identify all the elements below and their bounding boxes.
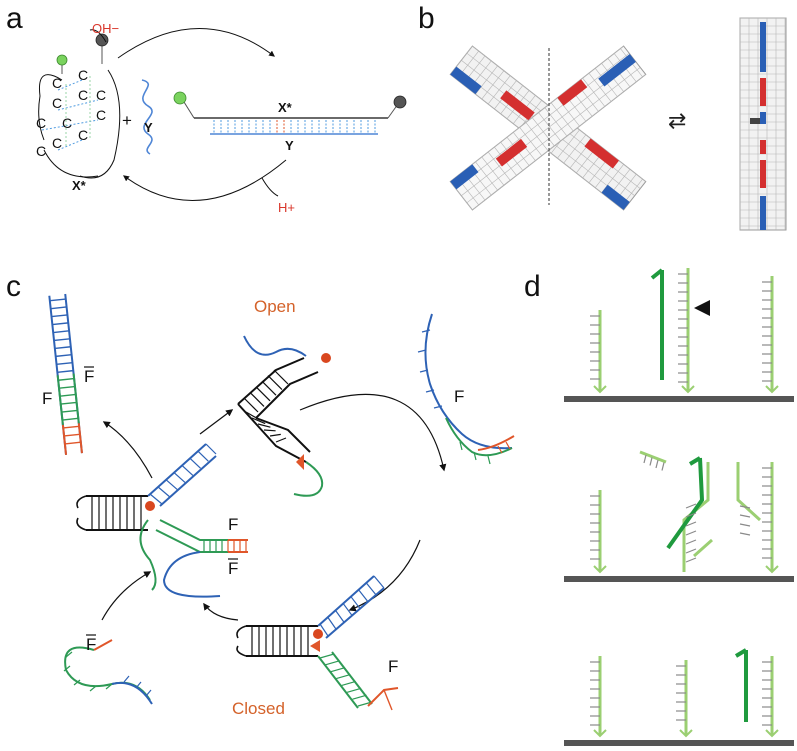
x-star-label: X* xyxy=(72,178,87,193)
arrow-to-duplex xyxy=(117,28,275,59)
cytosine-label: C xyxy=(52,95,62,111)
panel-a: a C C C C C C C C C C C X* xyxy=(6,2,407,215)
panel-d: d xyxy=(524,268,794,746)
fbar-strand xyxy=(63,639,153,705)
duplex: X* Y xyxy=(173,91,407,153)
cytosine-label: C xyxy=(78,87,88,103)
arrow-strand-to-central xyxy=(101,571,152,621)
cytosine-label: C xyxy=(52,135,62,151)
fbar-label-central: F xyxy=(228,559,238,578)
cytosine-label: C xyxy=(78,127,88,143)
green-fluorophore-icon xyxy=(56,54,68,66)
released-duplex xyxy=(48,293,83,455)
x-star-label-duplex: X* xyxy=(278,100,293,115)
cytosine-label: C xyxy=(96,107,106,123)
arrow-to-open xyxy=(199,409,234,435)
cytosine-label: C xyxy=(78,67,88,83)
cytosine-label: C xyxy=(36,115,46,131)
quencher-icon xyxy=(95,33,109,47)
y-label-left: Y xyxy=(144,120,153,135)
cytosine-label: C xyxy=(62,115,72,131)
i-motif-structure: C C C C C C C C C C C X* xyxy=(36,33,121,193)
y-strand-free xyxy=(141,79,153,155)
arrow-closed-to-central xyxy=(203,602,239,621)
f-label-closed: F xyxy=(388,657,398,676)
arrow-to-released xyxy=(102,421,153,479)
surface-plate xyxy=(564,576,794,582)
panel-b: b ⇄ xyxy=(418,2,787,231)
panel-c-letter: c xyxy=(6,270,21,303)
fbar-label-strand: F xyxy=(86,635,96,654)
open-label: Open xyxy=(254,297,296,316)
f-label-central: F xyxy=(228,515,238,534)
central-complex xyxy=(76,443,248,598)
f-label-incoming: F xyxy=(454,387,464,406)
panel-b-letter: b xyxy=(418,2,435,35)
y-label-duplex: Y xyxy=(285,138,294,153)
fbar-label: F xyxy=(84,367,94,386)
panel-c: c F F Open xyxy=(6,270,515,718)
equilibrium-arrows: ⇄ xyxy=(668,109,686,134)
arrow-open-right xyxy=(299,393,447,472)
cytosine-label: C xyxy=(96,87,106,103)
surface-plate xyxy=(564,740,794,746)
x-shaped-origami xyxy=(449,45,647,211)
surface-plate xyxy=(564,396,794,402)
quencher-icon xyxy=(393,95,407,109)
f-label: F xyxy=(42,389,52,408)
arrow-to-imotif xyxy=(123,159,287,201)
stacked-origami xyxy=(739,17,787,231)
panel-d-letter: d xyxy=(524,270,541,303)
cytosine-label: C xyxy=(52,75,62,91)
cleavage-arrowhead-icon xyxy=(694,300,710,316)
plus-sign: + xyxy=(122,111,132,130)
h-label: H+ xyxy=(278,200,295,215)
green-fluorophore-icon xyxy=(173,91,187,105)
open-structure xyxy=(237,335,331,497)
panel-a-letter: a xyxy=(6,2,23,35)
cytosine-label: C xyxy=(36,143,46,159)
closed-label: Closed xyxy=(232,699,285,718)
oh-label: OH− xyxy=(92,21,119,36)
arrow-to-closed xyxy=(348,539,421,612)
closed-structure xyxy=(236,575,399,711)
incoming-strand xyxy=(417,313,515,465)
